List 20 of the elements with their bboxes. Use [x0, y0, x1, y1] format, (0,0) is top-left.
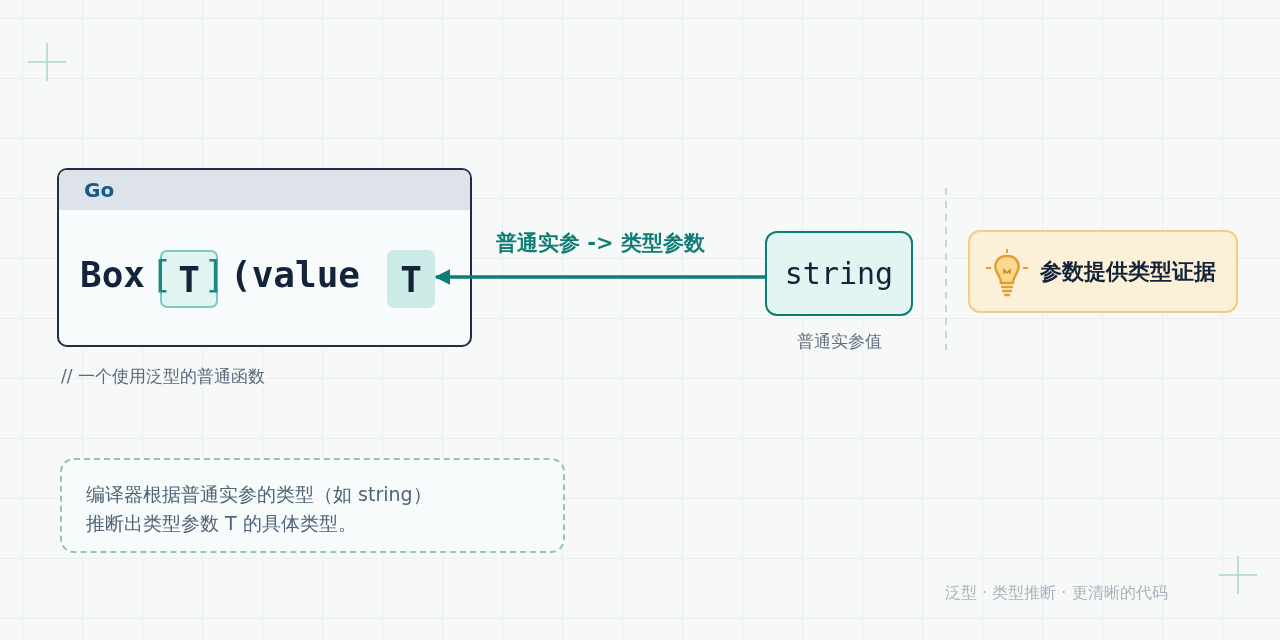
- bracket-text: ]: [203, 252, 226, 296]
- code-comment: // 一个使用泛型的普通函数: [61, 365, 265, 388]
- edge-label: 普通实参 -> 类型参数: [495, 230, 706, 257]
- language-label: Go: [84, 178, 115, 202]
- code-text: Box: [80, 254, 146, 295]
- hint-box: [968, 230, 1238, 313]
- type-param-text: T: [400, 258, 422, 300]
- node-label: 普通实参值: [795, 330, 883, 353]
- code-text: (value: [230, 254, 361, 295]
- type-param-highlight: [160, 250, 218, 308]
- argument-box: [765, 231, 913, 316]
- footer-text: 泛型 · 类型推断 · 更清晰的代码: [945, 583, 1168, 604]
- bracket-text: [: [150, 252, 173, 296]
- note-box: [60, 458, 565, 553]
- type-param-text: T: [178, 258, 200, 300]
- hint-text: 参数提供类型证据: [1040, 258, 1216, 286]
- code-panel: [57, 168, 472, 347]
- argument-text: string: [784, 256, 894, 291]
- type-param-highlight: [387, 250, 435, 308]
- note-text: 编译器根据普通实参的类型（如 string）推断出类型参数 T 的具体类型。: [86, 482, 433, 537]
